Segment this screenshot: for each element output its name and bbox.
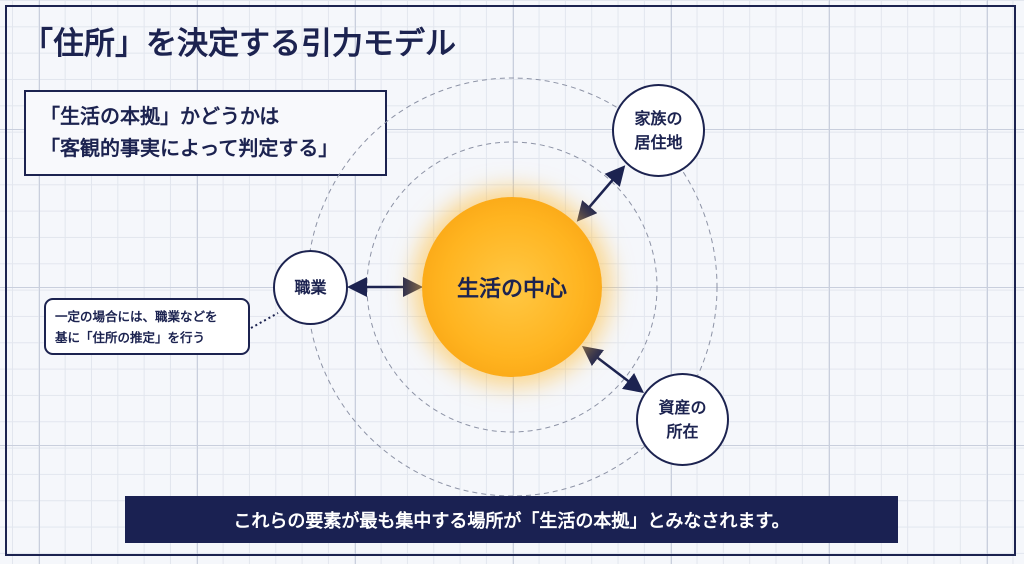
principle-box: 「生活の本拠」かどうかは 「客観的事実によって判定する」 <box>24 90 387 176</box>
arrow-assets <box>582 345 644 394</box>
principle-line-1: 「生活の本拠」かどうかは <box>40 104 280 128</box>
life-center-sun: 生活の中心 <box>422 197 602 377</box>
note-line-1: 一定の場合には、職業などを <box>55 309 218 324</box>
note-connector <box>250 312 279 329</box>
inner-orbit <box>366 141 658 433</box>
banner-text: これらの要素が最も集中する場所が「生活の本拠」とみなされます。 <box>233 510 790 532</box>
conclusion-banner: これらの要素が最も集中する場所が「生活の本拠」とみなされます。 <box>125 496 898 543</box>
node-job-label: 職業 <box>294 277 327 297</box>
principle-line-2: 「客観的事実によって判定する」 <box>40 136 339 160</box>
presumption-note: 一定の場合には、職業などを 基に「住所の推定」を行う <box>44 298 250 355</box>
node-job: 職業 <box>273 250 348 325</box>
arrow-family <box>576 165 626 222</box>
node-family-line-2: 居住地 <box>634 132 683 152</box>
page-title: 「住所」を決定する引力モデル <box>22 26 456 62</box>
node-assets: 資産の所在 <box>636 373 729 466</box>
node-family-line-1: 家族の <box>634 108 683 128</box>
note-line-2: 基に「住所の推定」を行う <box>55 330 206 345</box>
node-assets-line-2: 所在 <box>666 421 699 441</box>
node-family: 家族の居住地 <box>612 84 705 177</box>
node-assets-line-1: 資産の <box>658 397 707 417</box>
frame-border <box>5 5 1016 556</box>
center-label: 生活の中心 <box>456 277 567 302</box>
